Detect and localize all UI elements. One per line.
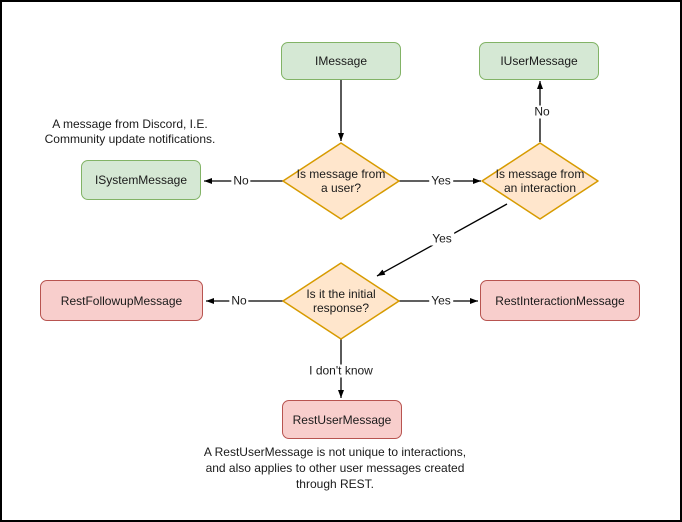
node-restinteractionmessage: RestInteractionMessage (480, 280, 640, 321)
annotation-rest-user-message: A RestUserMessage is not unique to inter… (175, 444, 495, 492)
edge-label-yes-isinitial: Yes (430, 231, 454, 246)
decision-is-from-user-label: Is message from a user? (296, 167, 386, 195)
edge-label-idontknow-restusermessage: I don't know (307, 363, 375, 378)
edge-label-no-isystemmessage: No (231, 173, 251, 188)
annotation-rest-user-message-line3: through REST. (295, 477, 375, 491)
annotation-system-message: A message from Discord, I.E. Community u… (30, 117, 230, 147)
decision-is-from-user-shape (282, 142, 400, 220)
decision-is-initial-response-shape (282, 262, 400, 340)
edge-label-no-iusermessage: No (532, 104, 552, 119)
node-restfollowupmessage: RestFollowupMessage (40, 280, 203, 321)
annotation-rest-user-message-line2: and also applies to other user messages … (205, 461, 465, 475)
decision-is-from-interaction-shape (481, 142, 599, 220)
node-imessage: IMessage (281, 42, 401, 80)
edge-label-no-restfollowup: No (229, 293, 249, 308)
node-restusermessage: RestUserMessage (282, 400, 402, 439)
node-isystemmessage: ISystemMessage (81, 160, 201, 200)
annotation-system-message-line1: A message from Discord, I.E. (52, 117, 208, 131)
decision-is-initial-response-label: Is it the initial response? (306, 287, 376, 315)
annotation-system-message-line2: Community update notifications. (44, 132, 216, 146)
node-iusermessage: IUserMessage (479, 42, 599, 80)
edge-label-yes-isfrominteraction: Yes (429, 173, 453, 188)
annotation-rest-user-message-line1: A RestUserMessage is not unique to inter… (203, 445, 467, 459)
edge-label-yes-restinteraction: Yes (429, 293, 453, 308)
decision-is-from-interaction-label: Is message from an interaction (495, 167, 585, 195)
